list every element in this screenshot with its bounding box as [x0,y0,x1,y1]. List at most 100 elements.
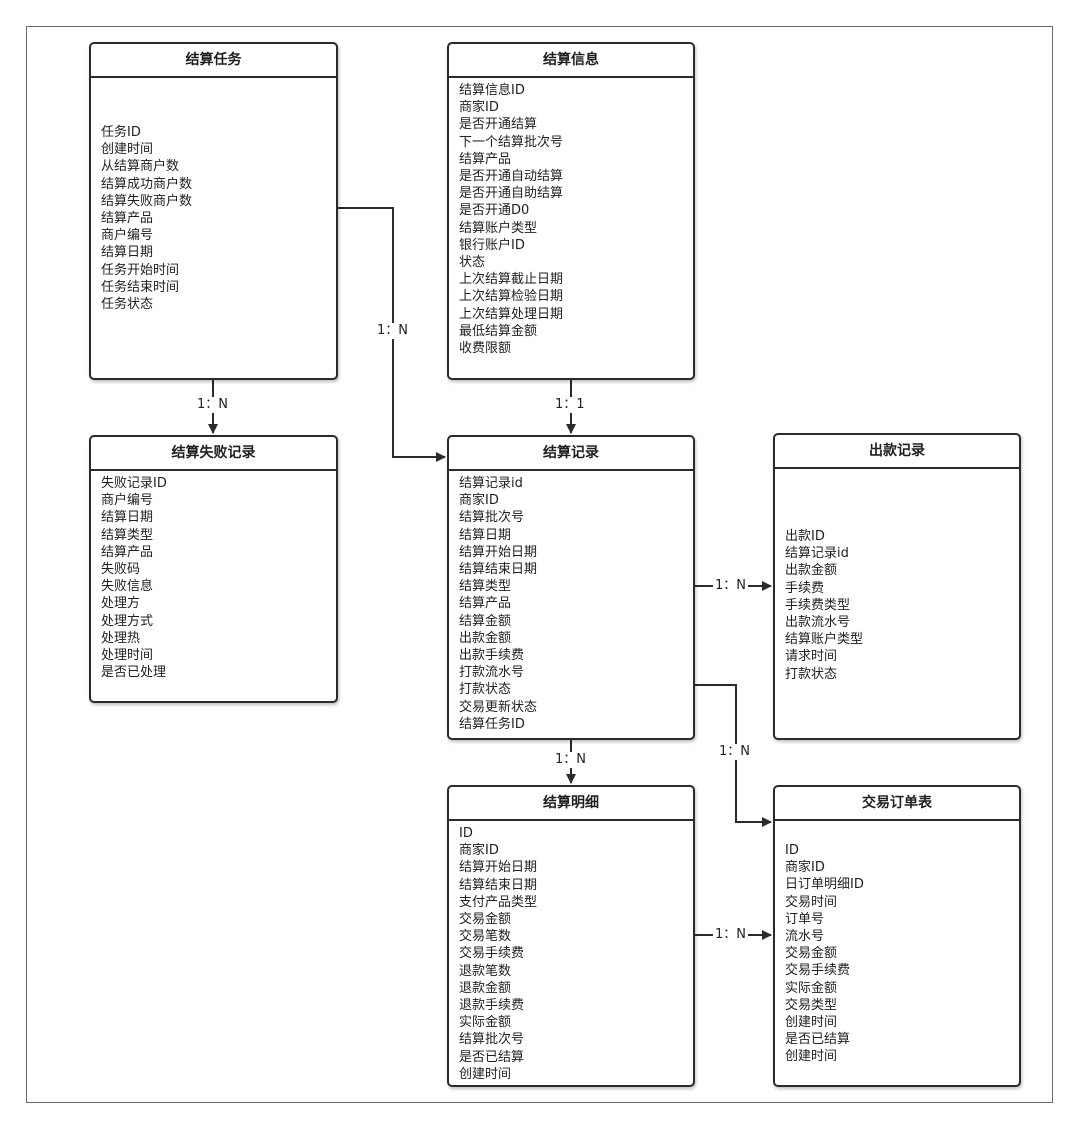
field: 交易金额 [785,946,838,962]
field: 创建时间 [785,1015,838,1031]
field: 结算日期 [101,245,154,261]
entity-title: 结算信息 [449,44,693,78]
entity-trade-order[interactable]: 交易订单表 ID 商家ID 日订单明细ID 交易时间 订单号 流水号 交易金额 … [773,785,1021,1087]
field: 处理方式 [101,613,154,629]
field: 状态 [459,255,486,271]
field: 请求时间 [785,649,838,665]
relation-label-record-payout: 1：N [713,578,748,594]
entity-title: 结算明细 [449,787,693,821]
field: 支付产品类型 [459,894,538,910]
entity-title: 出款记录 [775,435,1019,469]
field: 出款金额 [785,563,838,579]
diagram-frame [26,26,1053,1103]
field: 交易更新状态 [459,699,538,715]
field: 银行账户ID [459,237,525,253]
relation-label-info-record: 1：1 [553,397,587,413]
field: 流水号 [785,929,825,945]
field: 创建时间 [459,1066,512,1082]
field: 失败码 [101,562,141,578]
field-list: 失败记录ID 商户编号 结算日期 结算类型 结算产品 失败码 失败信息 处理方 … [101,475,330,681]
field: 交易笔数 [459,929,512,945]
field: 处理热 [101,630,141,646]
field: 打款状态 [785,666,838,682]
field: 打款流水号 [459,665,525,681]
field: 手续费类型 [785,597,851,613]
entity-title: 结算记录 [449,437,693,471]
field: ID [459,826,473,841]
field: 实际金额 [459,1015,512,1031]
field: 商家ID [785,860,825,876]
field: 失败信息 [101,579,154,595]
field: 下一个结算批次号 [459,134,564,150]
field: 是否已结算 [785,1032,851,1048]
field-list: ID 商家ID 日订单明细ID 交易时间 订单号 流水号 交易金额 交易手续费 … [785,842,1013,1066]
entity-settlement-detail[interactable]: 结算明细 ID 商家ID 结算开始日期 结算结束日期 支付产品类型 交易金额 交… [447,785,695,1087]
field: 退款笔数 [459,963,512,979]
field: 结算产品 [101,544,154,560]
field: 上次结算检验日期 [459,289,564,305]
field: 结算产品 [101,211,154,227]
relation-label-task-record: 1：N [375,323,410,339]
field: 处理时间 [101,648,154,664]
entity-settlement-record[interactable]: 结算记录 结算记录id 商家ID 结算批次号 结算日期 结算开始日期 结算结束日… [447,435,695,740]
field: 创建时间 [101,142,154,158]
field: 是否开通D0 [459,203,530,219]
field: 结算失败商户数 [101,193,193,209]
field: 手续费 [785,580,825,596]
entity-settlement-info[interactable]: 结算信息 结算信息ID 商家ID 是否开通结算 下一个结算批次号 结算产品 是否… [447,42,695,380]
field: 结算金额 [459,613,512,629]
field: 交易手续费 [785,963,851,979]
field: 结算记录id [785,546,849,562]
entity-payout-record[interactable]: 出款记录 出款ID 结算记录id 出款金额 手续费 手续费类型 出款流水号 结算… [773,433,1021,740]
field: 从结算商户数 [101,159,180,175]
field: 订单号 [785,911,825,927]
field: 结算产品 [459,151,512,167]
field: 结算开始日期 [459,544,538,560]
entity-title: 结算失败记录 [91,437,336,471]
entity-settlement-task[interactable]: 结算任务 任务ID 创建时间 从结算商户数 结算成功商户数 结算失败商户数 结算… [89,42,338,380]
field: 商家ID [459,843,499,859]
field: 任务开始时间 [101,262,180,278]
field: 打款状态 [459,682,512,698]
field: 结算产品 [459,596,512,612]
entity-title: 结算任务 [91,44,336,78]
field: 退款手续费 [459,998,525,1014]
relation-label-task-fail: 1：N [195,397,230,413]
field: 创建时间 [785,1049,838,1065]
field: 交易手续费 [459,946,525,962]
relation-label-record-detail: 1：N [553,752,588,768]
field: 商户编号 [101,493,154,509]
field: 结算结束日期 [459,562,538,578]
field: 结算批次号 [459,1032,525,1048]
field: 是否开通结算 [459,117,538,133]
field: ID [785,843,799,858]
field: 任务状态 [101,297,154,313]
field: 商户编号 [101,228,154,244]
field: 出款金额 [459,630,512,646]
field: 出款手续费 [459,648,525,664]
field-list: ID 商家ID 结算开始日期 结算结束日期 支付产品类型 交易金额 交易笔数 交… [459,825,687,1083]
field: 是否已处理 [101,665,167,681]
field: 结算信息ID [459,83,525,98]
field: 实际金额 [785,980,838,996]
field-list: 结算信息ID 商家ID 是否开通结算 下一个结算批次号 结算产品 是否开通自动结… [459,82,687,357]
field: 收费限额 [459,341,512,357]
field-list: 结算记录id 商家ID 结算批次号 结算日期 结算开始日期 结算结束日期 结算类… [459,475,687,733]
relation-label-record-order: 1：N [717,744,752,760]
field: 上次结算处理日期 [459,306,564,322]
field: 结算类型 [101,527,154,543]
field: 任务ID [101,125,141,140]
field: 结算结束日期 [459,877,538,893]
field: 处理方 [101,596,141,612]
entity-settlement-failure[interactable]: 结算失败记录 失败记录ID 商户编号 结算日期 结算类型 结算产品 失败码 失败… [89,435,338,703]
field: 商家ID [459,100,499,116]
field: 最低结算金额 [459,323,538,339]
field: 出款流水号 [785,615,851,631]
field: 结算账户类型 [785,632,864,648]
field: 结算日期 [459,527,512,543]
field-list: 出款ID 结算记录id 出款金额 手续费 手续费类型 出款流水号 结算账户类型 … [785,528,1013,683]
field: 商家ID [459,493,499,509]
field: 交易时间 [785,894,838,910]
field: 上次结算截止日期 [459,272,564,288]
field: 是否开通自助结算 [459,186,564,202]
